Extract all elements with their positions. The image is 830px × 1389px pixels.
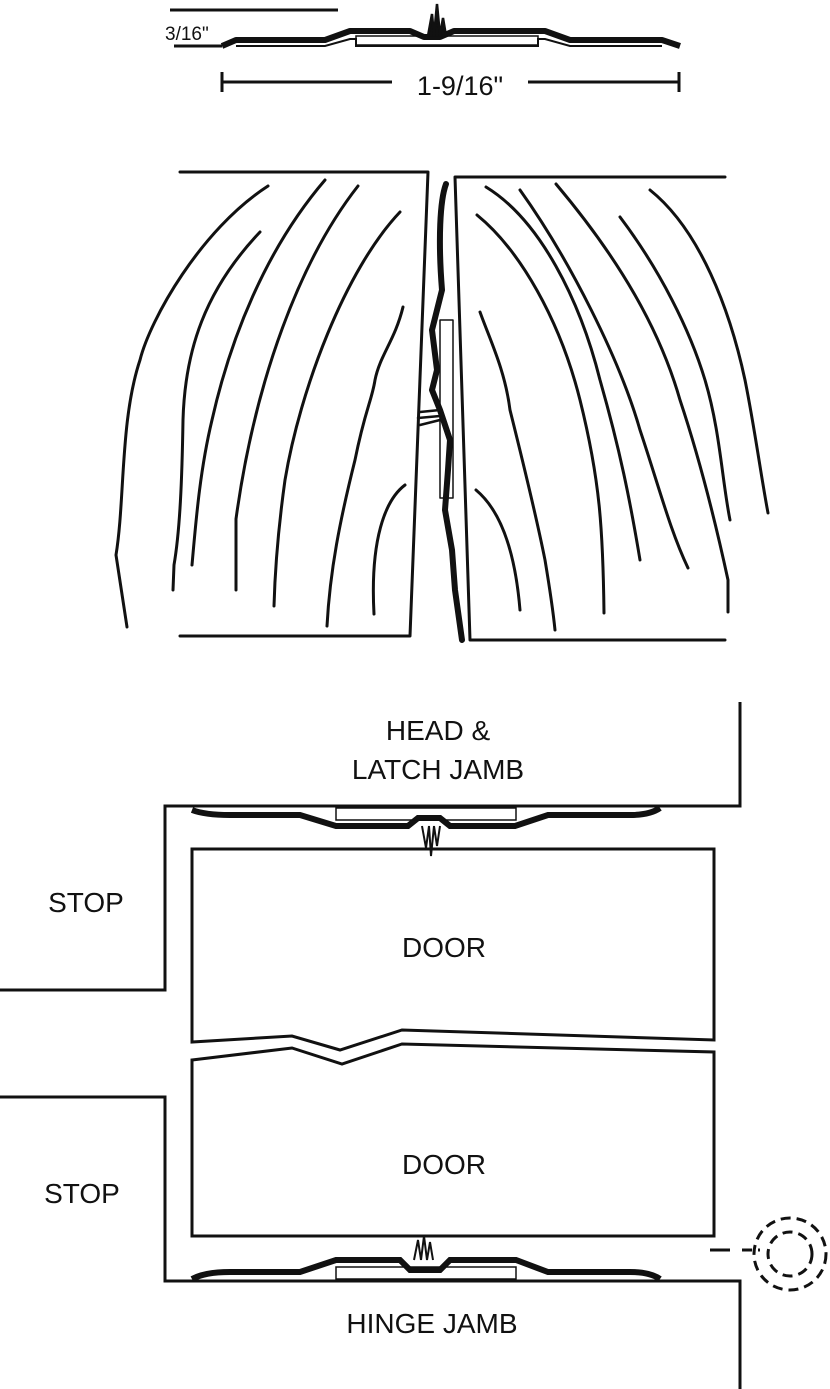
profile-cross-section (170, 3, 681, 49)
stop-label-bottom: STOP (44, 1178, 120, 1209)
door-label-bottom: DOOR (402, 1149, 486, 1180)
head-latch-jamb-label-line2: LATCH JAMB (352, 754, 524, 785)
thickness-label: 3/16" (165, 24, 209, 45)
head-latch-jamb-label-line1: HEAD & (386, 715, 491, 746)
stop-label-top: STOP (48, 887, 124, 918)
wood-illustration (114, 170, 770, 643)
width-label: 1-9/16" (417, 71, 503, 101)
door-section-linework (0, 702, 742, 1389)
door-label-top: DOOR (402, 932, 486, 963)
width-dimension-line (220, 72, 681, 92)
hinge-pin-dashed (710, 1216, 828, 1292)
hinge-jamb-label: HINGE JAMB (346, 1308, 517, 1339)
